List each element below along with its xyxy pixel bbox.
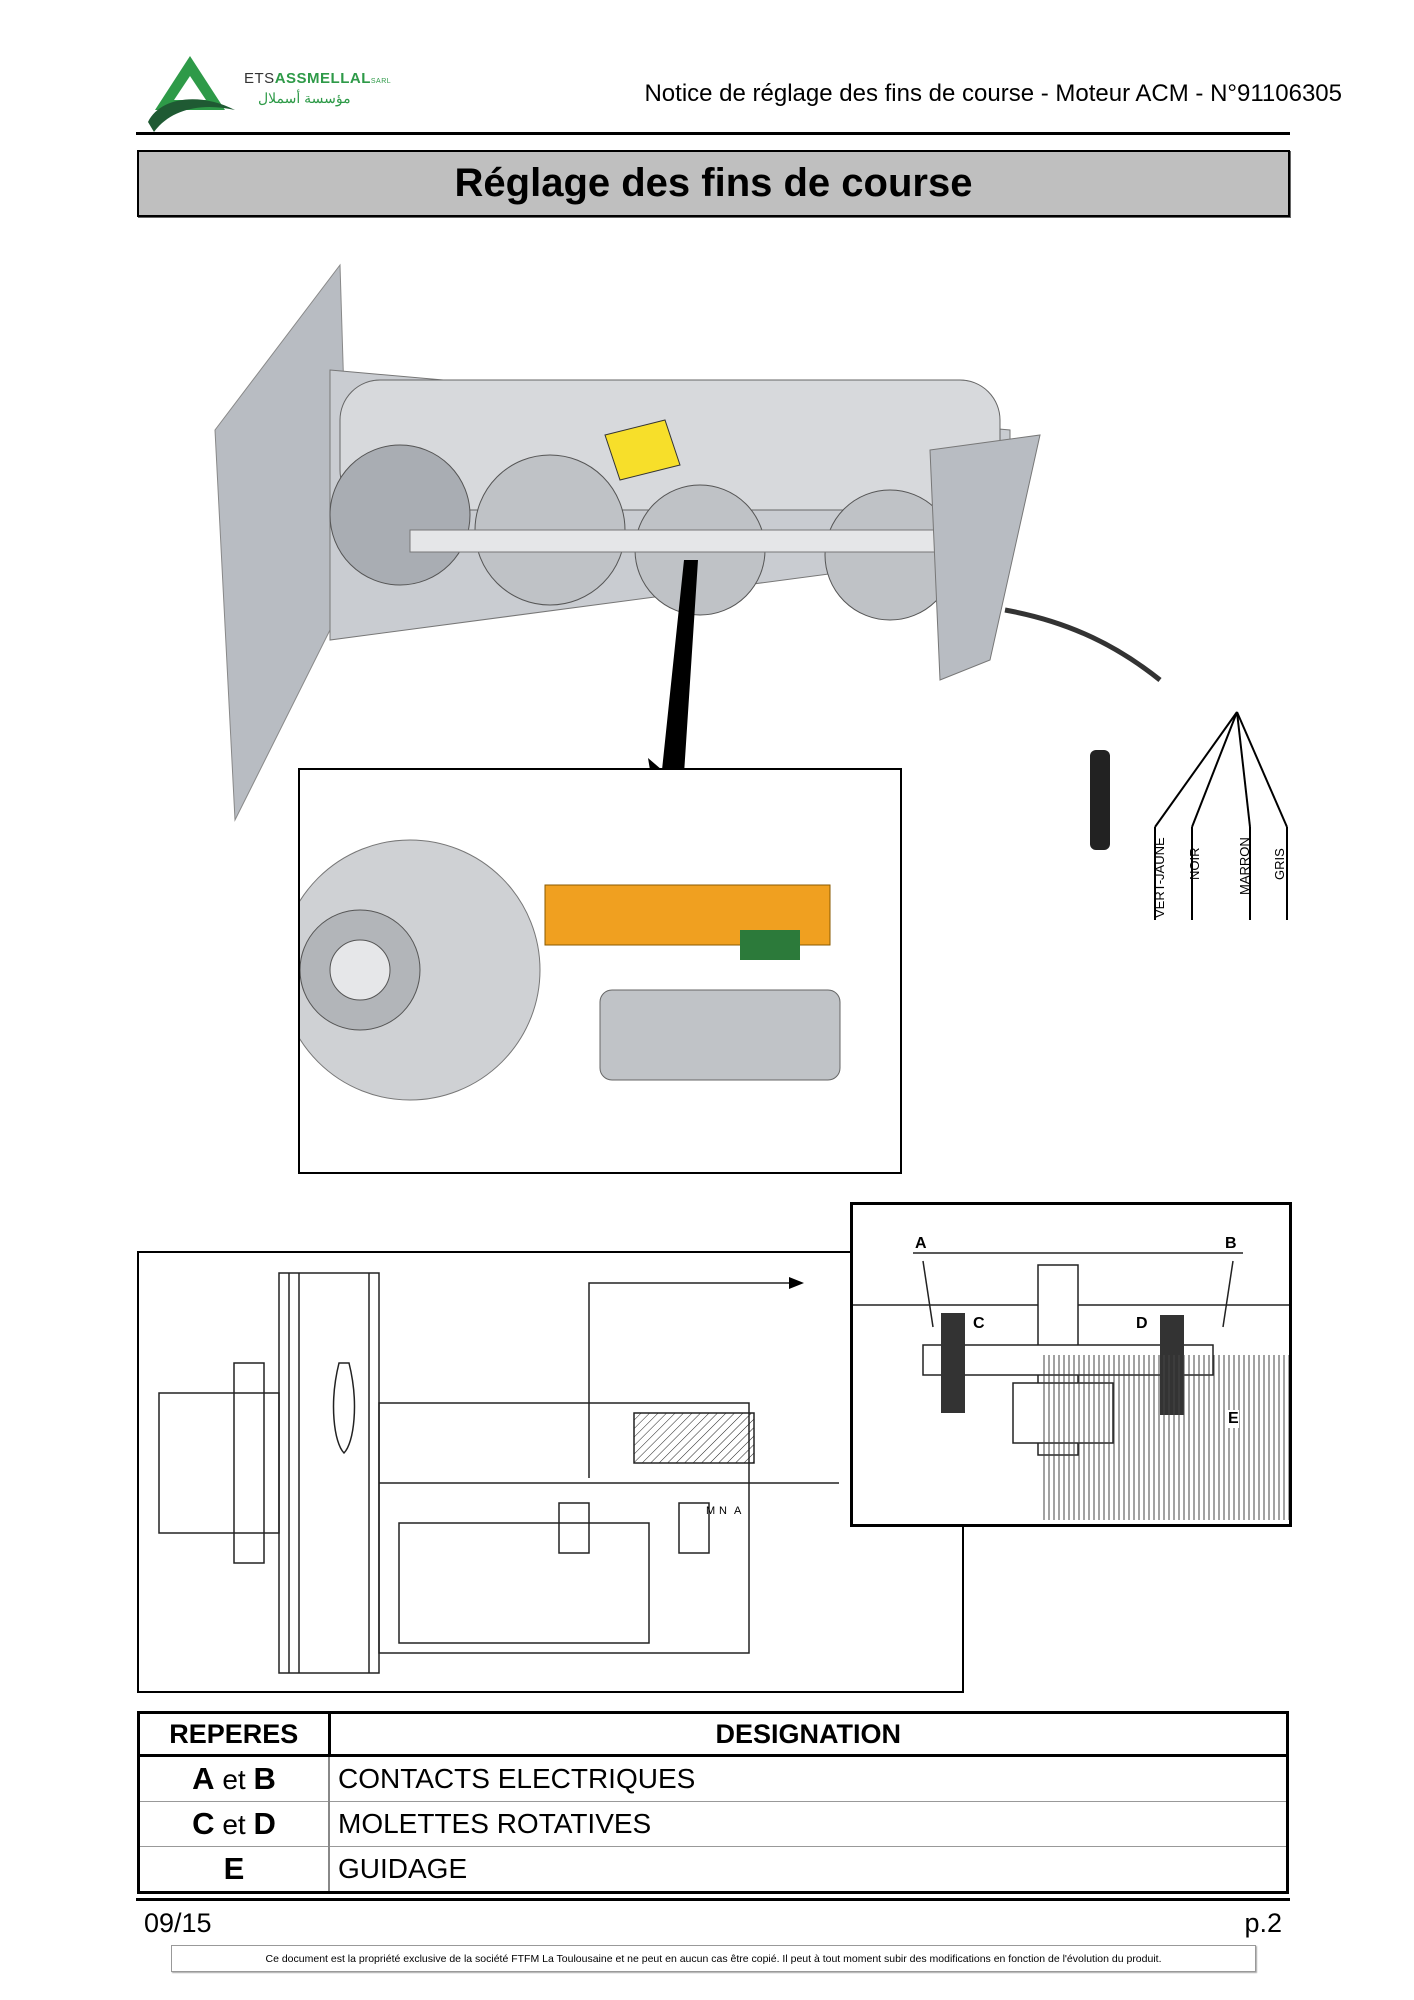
page-number: p.2: [1244, 1908, 1282, 1938]
label-a: A: [915, 1235, 927, 1252]
logo-text: ETSASSMELLALSARL: [244, 70, 392, 87]
document-title: Notice de réglage des fins de course - M…: [644, 80, 1342, 107]
column-header-designation: DESIGNATION: [327, 1711, 1289, 1757]
document-date: 09/15: [144, 1908, 212, 1938]
table-row: C et D MOLETTES ROTATIVES: [138, 1801, 1288, 1847]
logo-arabic: مؤسسة أسملال: [258, 90, 351, 106]
wire-label-vert-jaune: VERT-JAUNE: [1152, 837, 1167, 918]
label-b: B: [1225, 1235, 1237, 1252]
table-row: E GUIDAGE: [138, 1846, 1288, 1893]
table-header-row: REPERES DESIGNATION: [137, 1711, 1289, 1757]
table-row: A et B CONTACTS ELECTRIQUES: [138, 1755, 1288, 1802]
motor-closeup-photo: [279, 768, 902, 1174]
label-d: D: [1136, 1315, 1148, 1332]
wire-label-marron: MARRON: [1237, 837, 1252, 895]
reference-cell: A et B: [138, 1755, 330, 1802]
terminal-label-n: N: [719, 1505, 727, 1517]
technical-drawing: M N A: [137, 1251, 964, 1693]
pointer-arrow-icon: [789, 1277, 804, 1289]
header-divider: [136, 132, 1290, 135]
wire-label-gris: GRIS: [1272, 848, 1287, 880]
wire-fanout: [1154, 711, 1288, 920]
footer-divider: [136, 1898, 1290, 1901]
terminal-label-m: M: [706, 1505, 716, 1517]
column-header-reperes: REPERES: [137, 1711, 331, 1757]
label-c: C: [973, 1315, 985, 1332]
footer-disclaimer: Ce document est la propriété exclusive d…: [171, 1945, 1256, 1972]
reference-cell: C et D: [138, 1801, 330, 1847]
wire-label-noir: NOIR: [1187, 847, 1202, 881]
section-title-box: Réglage des fins de course: [137, 150, 1290, 217]
terminal-label-a: A: [734, 1505, 742, 1517]
detail-zoom-drawing: A B C D E: [850, 1202, 1292, 1527]
label-e: E: [1228, 1410, 1239, 1428]
reference-cell: E: [138, 1846, 330, 1893]
designation-cell: CONTACTS ELECTRIQUES: [328, 1755, 1288, 1802]
designation-cell: GUIDAGE: [328, 1846, 1288, 1893]
designation-cell: MOLETTES ROTATIVES: [328, 1801, 1288, 1847]
logo-triangle-icon: [148, 56, 235, 132]
company-logo: ETSASSMELLALSARL مؤسسة أسملال: [140, 52, 430, 132]
section-title: Réglage des fins de course: [454, 161, 973, 205]
reference-table: REPERES DESIGNATION A et B CONTACTS ELEC…: [137, 1711, 1289, 1894]
motor-assembly-photo: [214, 263, 1288, 920]
